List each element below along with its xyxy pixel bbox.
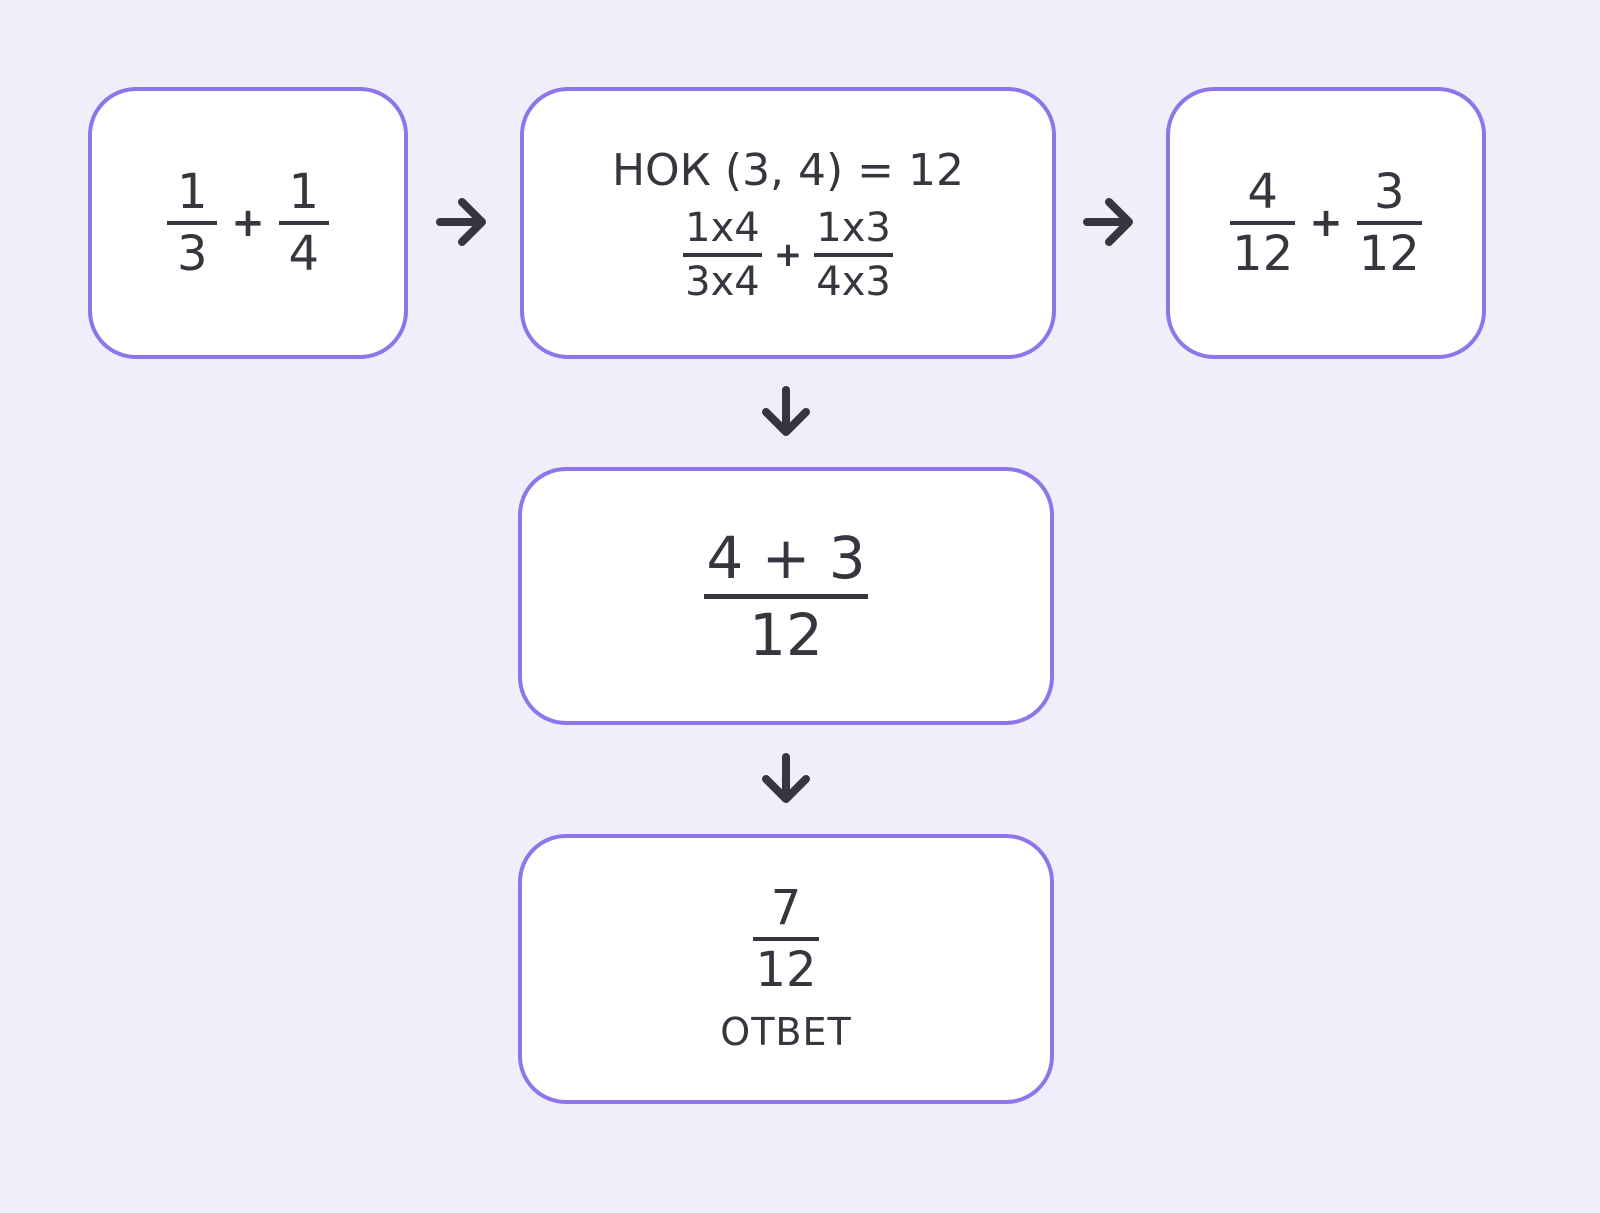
step3-card: 4 12 + 3 12 [1166,87,1486,359]
numerator: 1x4 [685,204,760,251]
arrow-down-icon [762,386,810,436]
arrow-right-icon [1083,198,1133,246]
step4-card: 4 + 3 12 [518,467,1054,725]
fraction-bar [683,252,762,257]
denominator: 12 [1232,226,1294,282]
denominator: 12 [749,600,823,669]
denominator: 12 [755,942,817,998]
plus-sign: + [231,200,265,246]
fraction-expanded-first: 1x4 3x4 [683,208,762,302]
arrow-down-icon [762,753,810,803]
numerator: 3 [1374,164,1405,220]
fraction-sum: 4 + 3 12 [704,523,868,669]
denominator: 4 [288,226,320,282]
fraction-bar [814,252,893,257]
fraction-answer: 7 12 [753,880,819,998]
denominator: 3 [176,226,208,282]
step1-card: 1 3 + 1 4 [88,87,408,359]
plus-sign: + [1309,200,1343,246]
plus-sign: + [773,234,803,275]
denominator: 12 [1358,226,1420,282]
step2-card: НОК (3, 4) = 12 1x4 3x4 + 1x3 4x3 [520,87,1056,359]
lcm-statement: НОК (3, 4) = 12 [611,144,965,196]
numerator: 1x3 [816,204,891,251]
step2-expression: 1x4 3x4 + 1x3 4x3 [683,208,893,302]
numerator: 4 + 3 [706,523,866,592]
fraction-three-twelfths: 3 12 [1356,164,1422,282]
fraction-bar [704,593,868,599]
fraction-expanded-second: 1x3 4x3 [814,208,893,302]
numerator: 7 [770,880,802,936]
denominator: 3x4 [685,258,760,305]
fraction-four-twelfths: 4 12 [1230,164,1296,282]
fraction-bar [753,937,819,941]
fraction-one-fourth: 1 4 [278,164,329,282]
denominator: 4x3 [816,258,891,305]
numerator: 1 [176,164,208,220]
numerator: 1 [288,164,320,220]
fraction-bar [1356,221,1422,225]
step1-expression: 1 3 + 1 4 [167,168,329,278]
fraction-bar [167,221,218,225]
fraction-bar [278,221,329,225]
answer-label: ОТВЕТ [720,1010,852,1054]
fraction-one-third: 1 3 [167,164,218,282]
answer-card: 7 12 ОТВЕТ [518,834,1054,1104]
arrow-right-icon [436,198,486,246]
numerator: 4 [1247,164,1278,220]
step3-expression: 4 12 + 3 12 [1230,168,1422,278]
fraction-bar [1230,221,1296,225]
